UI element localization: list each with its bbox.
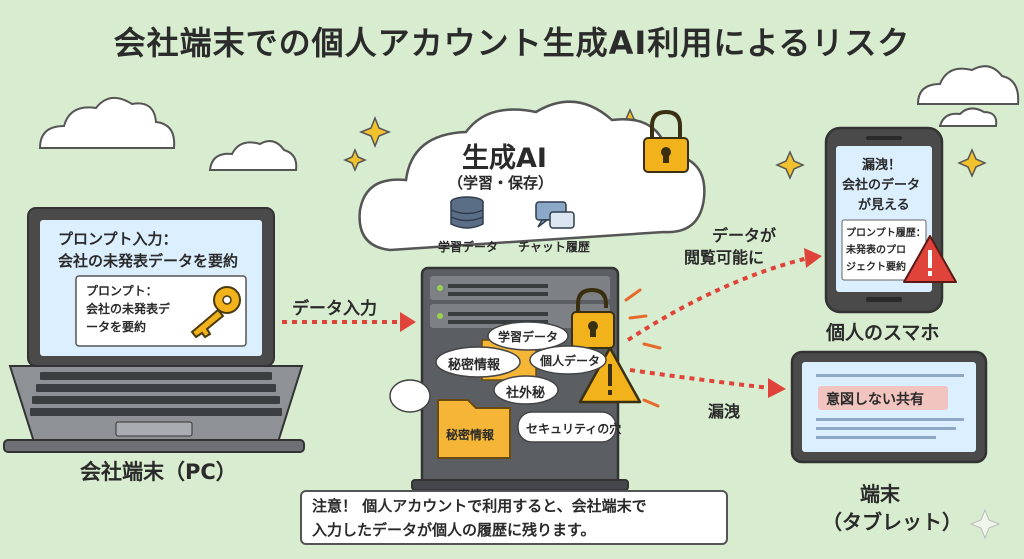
arrow-leak [629,368,771,390]
pc-screen-heading-2: 会社の未発表データを要約 [58,252,239,270]
warning-note: 注意！ 個人アカウントで利用すると、会社端末で 入力したデータが個人の履歴に残り… [300,490,728,545]
cloud-subtitle: （学習・保存） [448,174,554,192]
database-icon [450,196,484,229]
burst-lines [624,288,662,408]
pc-caption: 会社端末（PC） [80,460,237,484]
bubble-personal-data: 個人データ [540,354,601,368]
tablet-caption-2: （タブレット） [822,510,962,534]
decor-cloud-left [38,97,298,171]
warning-icon-server [578,346,642,404]
phone-line-2: 会社のデータ [842,178,921,193]
chat-icon [535,201,575,229]
arrow-view-label-1: データが [712,226,777,245]
arrow-input-label: データ入力 [292,299,377,319]
data-bubbles [389,321,617,443]
bubble-confidential: 社外秘 [506,386,546,401]
bubble-learning-data: 学習データ [498,330,559,344]
sparkle-faint [969,508,1001,540]
ai-cloud [358,100,706,252]
smartphone [824,126,944,314]
phone-line-1: 漏洩！ [862,158,902,173]
cloud-chat-label: チャット履歴 [518,240,590,254]
note-line-2: 入力したデータが個人の履歴に残ります。 [312,521,596,539]
bubble-secret-info: 秘密情報 [448,358,501,373]
broken-padlock-icon [571,287,615,349]
decor-cloud-right [916,65,1020,127]
cloud-title: 生成AI [462,143,547,174]
phone-box-line-1: プロンプト履歴： [846,228,926,239]
tablet-highlight: 意図しない共有 [826,392,924,408]
folder-label: 秘密情報 [446,428,495,442]
pc-prompt-line-2: 会社の未発表デ [86,302,171,316]
pc-prompt-line-3: ータを要約 [86,320,147,334]
arrow-view [626,256,809,342]
cloud-db-label: 学習データ [438,240,499,254]
tablet [790,350,988,464]
arrow-view-label-2: 閲覧可能に [684,248,765,267]
pc-screen-heading-1: プロンプト入力： [58,230,178,248]
page-title: 会社端末での個人アカウント生成AI利用によるリスク [113,24,911,62]
security-hole-label: セキュリティの穴 [526,422,622,436]
tablet-caption-1: 端末 [860,482,900,506]
laptop [3,207,305,453]
pc-prompt-line-1: プロンプト： [86,284,158,298]
warning-icon-phone [903,235,957,283]
phone-caption: 個人のスマホ [826,322,940,344]
padlock-icon [643,109,689,173]
phone-line-3: が見える [858,198,910,213]
phone-box-line-2: 未発表のプロ [846,245,906,256]
phone-box-line-3: ジェクト要約 [846,262,906,273]
note-line-1: 注意！ 個人アカウントで利用すると、会社端末で [312,497,647,515]
arrow-leak-label: 漏洩 [708,402,741,421]
